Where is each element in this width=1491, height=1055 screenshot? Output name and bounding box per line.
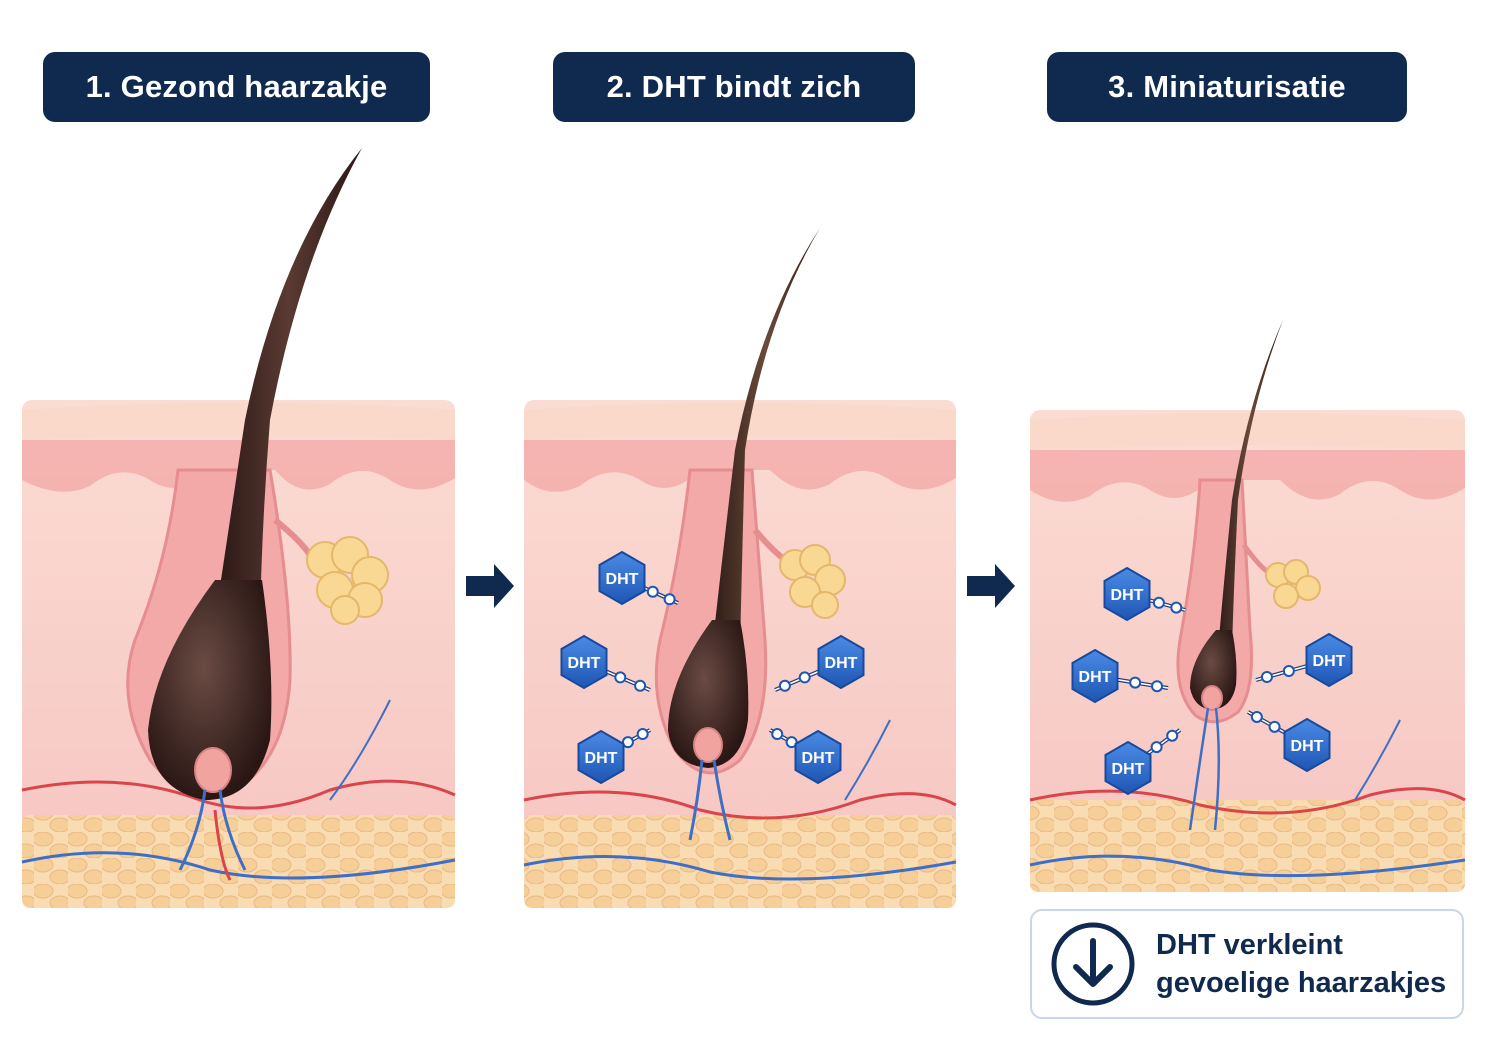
dht-hexagon <box>1071 648 1119 704</box>
dht-label: DHT <box>1112 761 1145 778</box>
hair-bulb <box>148 580 272 800</box>
hair-shaft <box>712 228 820 650</box>
dht-molecule: DHT <box>598 550 679 606</box>
stage-1-title: 1. Gezond haarzakje <box>43 52 430 122</box>
hair-bulb <box>668 620 749 768</box>
dht-label: DHT <box>825 655 858 672</box>
vein <box>1029 854 1466 878</box>
dht-hexagon <box>794 729 842 785</box>
fat-layer <box>22 815 455 908</box>
dht-label: DHT <box>568 655 601 672</box>
skin-surface <box>524 403 956 440</box>
arrow-right-icon <box>466 564 514 608</box>
sebaceous-gland <box>306 536 389 625</box>
fat-layer <box>524 815 956 908</box>
hair-bulb <box>1190 630 1237 710</box>
hair-shaft <box>215 148 362 620</box>
dht-hexagon <box>1103 566 1151 622</box>
dht-hexagon <box>1104 740 1152 796</box>
dht-label: DHT <box>606 571 639 588</box>
dht-molecule: DHT <box>577 728 651 785</box>
info-note: DHT verkleint gevoelige haarzakjes <box>1030 909 1464 1019</box>
dht-hexagon <box>560 634 608 690</box>
panel-1-healthy-follicle <box>21 148 456 908</box>
dht-label: DHT <box>585 750 618 767</box>
dht-hexagon <box>1305 632 1353 688</box>
note-line-2: gevoelige haarzakjes <box>1156 967 1447 999</box>
vein <box>21 851 456 880</box>
note-line-1: DHT verkleint <box>1156 929 1343 961</box>
dht-label: DHT <box>1291 738 1324 755</box>
dht-hexagon <box>817 634 865 690</box>
stage-2-title: 2. DHT bindt zich <box>553 52 915 122</box>
dht-hexagon <box>598 550 646 606</box>
epidermis-layer <box>1030 450 1465 502</box>
panel-3-miniaturisation <box>1029 320 1466 892</box>
dht-molecule: DHT <box>1255 632 1353 688</box>
skin-surface <box>22 403 455 440</box>
dht-label: DHT <box>1079 669 1112 686</box>
dermal-papilla <box>1201 685 1223 711</box>
dermal-papilla <box>194 747 232 793</box>
artery <box>1029 787 1466 815</box>
fat-layer <box>1030 800 1465 892</box>
dht-molecule: DHT <box>560 634 651 692</box>
dht-label: DHT <box>1111 587 1144 604</box>
stage-3-title: 3. Miniaturisatie <box>1047 52 1407 122</box>
dht-molecule: DHT <box>1247 710 1331 773</box>
arrow-right-icon <box>967 564 1015 608</box>
dht-molecule: DHT <box>1103 566 1186 622</box>
dht-molecule: DHT <box>769 728 842 785</box>
sebaceous-gland <box>779 544 846 619</box>
arrow-down-circle-icon <box>1051 922 1135 1006</box>
dht-molecule: DHT <box>1104 728 1182 796</box>
dht-hexagon <box>577 729 625 785</box>
artery <box>21 779 456 810</box>
dermal-papilla <box>693 727 723 763</box>
artery <box>523 790 957 820</box>
dht-molecule: DHT <box>774 634 865 692</box>
dht-molecule: DHT <box>1071 648 1169 704</box>
panel-2-dht-binding <box>523 228 957 908</box>
vein <box>523 854 957 881</box>
dht-label: DHT <box>802 750 835 767</box>
sebaceous-gland <box>1265 559 1321 609</box>
hair-shaft <box>1218 320 1283 650</box>
dht-hexagon <box>1283 717 1331 773</box>
dht-label: DHT <box>1313 653 1346 670</box>
